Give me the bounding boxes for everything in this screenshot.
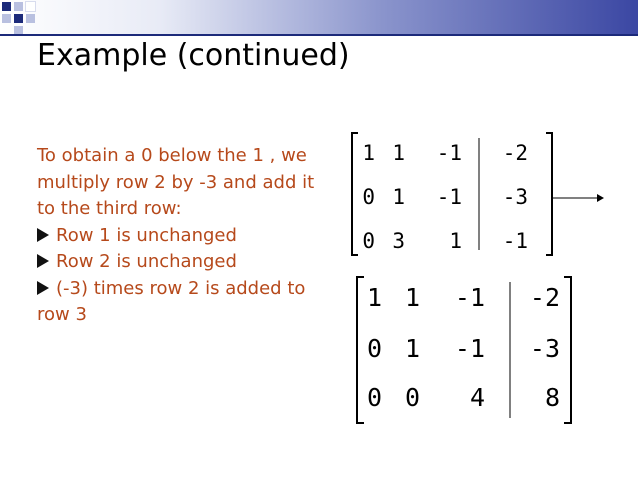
matrix-entry: -3 [503,185,528,209]
matrix-entry: 0 [367,334,382,363]
arrow-bullet-icon [37,227,49,242]
matrix-entry: -1 [437,185,462,209]
matrix-entry: 0 [362,229,375,253]
bullet-item: Row 2 is unchanged [37,249,337,276]
page-title: Example (continued) [37,38,350,73]
arrow-bullet-icon [37,254,49,268]
augmented-matrix-before: 1 1 -1 -2 0 1 -1 -3 0 3 1 -1 [351,132,553,256]
matrix-entry: 0 [362,185,375,209]
matrix-entry: 3 [392,229,405,253]
right-bracket-icon [546,132,553,256]
bullet-item: Row 1 is unchanged [37,223,337,250]
matrix-entry: 8 [545,383,560,412]
bullet-text: (-3) times row 2 is added to row 3 [37,277,306,326]
augmented-matrix-after: 1 1 -1 -2 0 1 -1 -3 0 0 4 8 [356,276,572,424]
right-bracket-icon [564,276,572,424]
matrix-entry: 1 [405,283,420,312]
matrix-entry: 1 [362,141,375,165]
matrix-entry: -1 [437,141,462,165]
matrix-entry: -1 [503,229,528,253]
bullet-text: Row 1 is unchanged [56,224,237,246]
decorative-squares-icon [0,0,40,40]
matrix-entry: -2 [503,141,528,165]
bullet-text: Row 2 is unchanged [56,251,237,272]
arrow-bullet-icon [37,280,49,295]
left-bracket-icon [351,132,358,256]
matrix-entry: 1 [392,185,405,209]
matrix-entry: -1 [455,283,485,312]
matrix-entry: 1 [367,283,382,312]
matrix-entry: -2 [530,283,560,312]
header-band [0,0,638,34]
left-bracket-icon [356,276,364,424]
matrix-entry: -1 [455,334,485,363]
matrix-entry: 1 [392,141,405,165]
intro-paragraph: To obtain a 0 below the 1 , we multiply … [37,145,315,219]
matrix-entry: -3 [530,334,560,363]
matrix-entry: 4 [470,383,485,412]
matrix-entry: 1 [405,334,420,363]
slide-body: To obtain a 0 below the 1 , we multiply … [37,143,337,329]
matrix-entry: 0 [405,383,420,412]
right-arrow-icon [553,194,604,202]
matrix-entry: 1 [449,229,462,253]
title-rule [0,34,638,36]
bullet-item: (-3) times row 2 is added to row 3 [37,276,337,329]
matrix-entry: 0 [367,383,382,412]
